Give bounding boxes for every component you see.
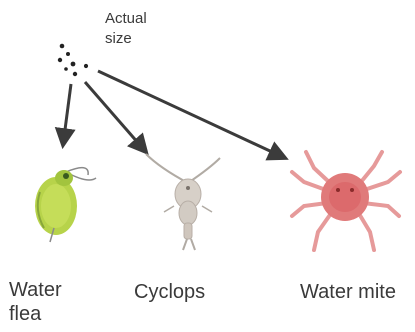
arrow-to-water-flea (63, 84, 71, 145)
actual-size-label-line1: Actual (105, 10, 147, 28)
arrows (63, 71, 285, 158)
actual-size-label-line2: size (105, 30, 132, 48)
cyclops-label: Cyclops (134, 281, 205, 303)
cyclops-illustration (146, 154, 220, 250)
water-mite-label: Water mite (300, 281, 396, 303)
arrow-to-water-mite (98, 71, 285, 158)
water-flea-illustration (35, 168, 96, 242)
actual-size-dots (58, 44, 88, 77)
arrow-to-cyclops (85, 82, 146, 152)
water-flea-label-line1: Water (9, 279, 62, 301)
water-flea-label-line2: flea (9, 303, 41, 325)
water-mite-illustration (292, 152, 400, 250)
